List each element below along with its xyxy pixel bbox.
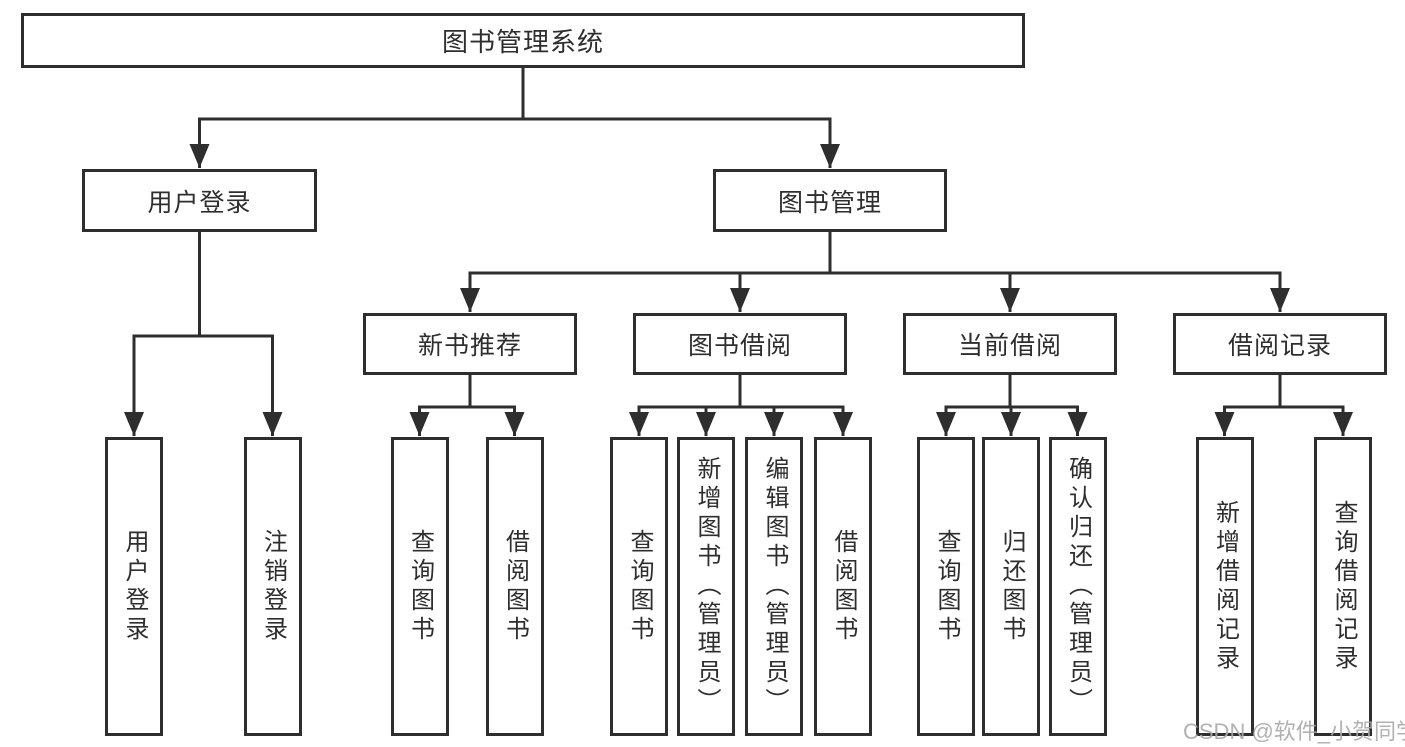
connector-lines: [132, 68, 1345, 436]
leaf-borrow-books-recommend: 借阅图书: [485, 437, 544, 736]
node-user-login: 用户登录: [82, 169, 317, 232]
node-label: 查询图书: [626, 528, 653, 645]
node-label: 图书管理系统: [441, 27, 604, 57]
node-book-borrowing: 图书借阅: [633, 313, 847, 375]
leaf-logout: 注销登录: [243, 437, 302, 736]
leaf-return-books: 归还图书: [982, 437, 1040, 736]
leaf-query-books-recommend: 查询图书: [390, 437, 449, 736]
node-label: 新书推荐: [417, 332, 522, 360]
node-label: 图书管理: [777, 188, 882, 217]
arrowhead-icons: [124, 144, 1353, 436]
node-label: 借阅记录: [1227, 332, 1332, 360]
node-label: 用户登录: [147, 188, 252, 217]
node-current-borrowing: 当前借阅: [903, 313, 1117, 375]
node-root-library-system: 图书管理系统: [21, 13, 1025, 68]
node-label: 用户登录: [121, 528, 148, 645]
node-label: 借阅图书: [830, 528, 857, 645]
node-label: 确认归还（管理员）: [1064, 456, 1092, 717]
node-label: 新增图书（管理员）: [693, 456, 720, 717]
leaf-edit-books-admin: 编辑图书（管理员）: [745, 437, 803, 736]
node-label: 借阅图书: [501, 528, 529, 645]
csdn-watermark: CSDN @软件_小贺同学: [1183, 719, 1405, 744]
leaf-user-login: 用户登录: [105, 437, 163, 736]
leaf-query-borrow-record: 查询借阅记录: [1314, 437, 1372, 736]
node-label: 新增借阅记录: [1211, 499, 1239, 674]
node-label: 图书借阅: [687, 332, 792, 360]
node-new-book-recommend: 新书推荐: [363, 313, 577, 375]
leaf-confirm-return-admin: 确认归还（管理员）: [1048, 437, 1107, 736]
leaf-add-borrow-record: 新增借阅记录: [1195, 437, 1254, 736]
leaf-query-books-current: 查询图书: [917, 437, 975, 736]
leaf-borrow-books: 借阅图书: [814, 437, 872, 736]
leaf-add-books-admin: 新增图书（管理员）: [677, 437, 735, 736]
node-label: 注销登录: [259, 528, 287, 645]
node-borrowing-records: 借阅记录: [1173, 313, 1387, 375]
leaf-query-books-borrow: 查询图书: [610, 437, 668, 736]
node-label: 归还图书: [998, 528, 1025, 645]
node-label: 查询图书: [933, 528, 960, 645]
node-book-management: 图书管理: [713, 169, 947, 232]
node-label: 查询借阅记录: [1330, 499, 1357, 674]
node-label: 查询图书: [406, 528, 434, 645]
node-label: 当前借阅: [957, 332, 1062, 360]
node-label: 编辑图书（管理员）: [761, 456, 788, 717]
